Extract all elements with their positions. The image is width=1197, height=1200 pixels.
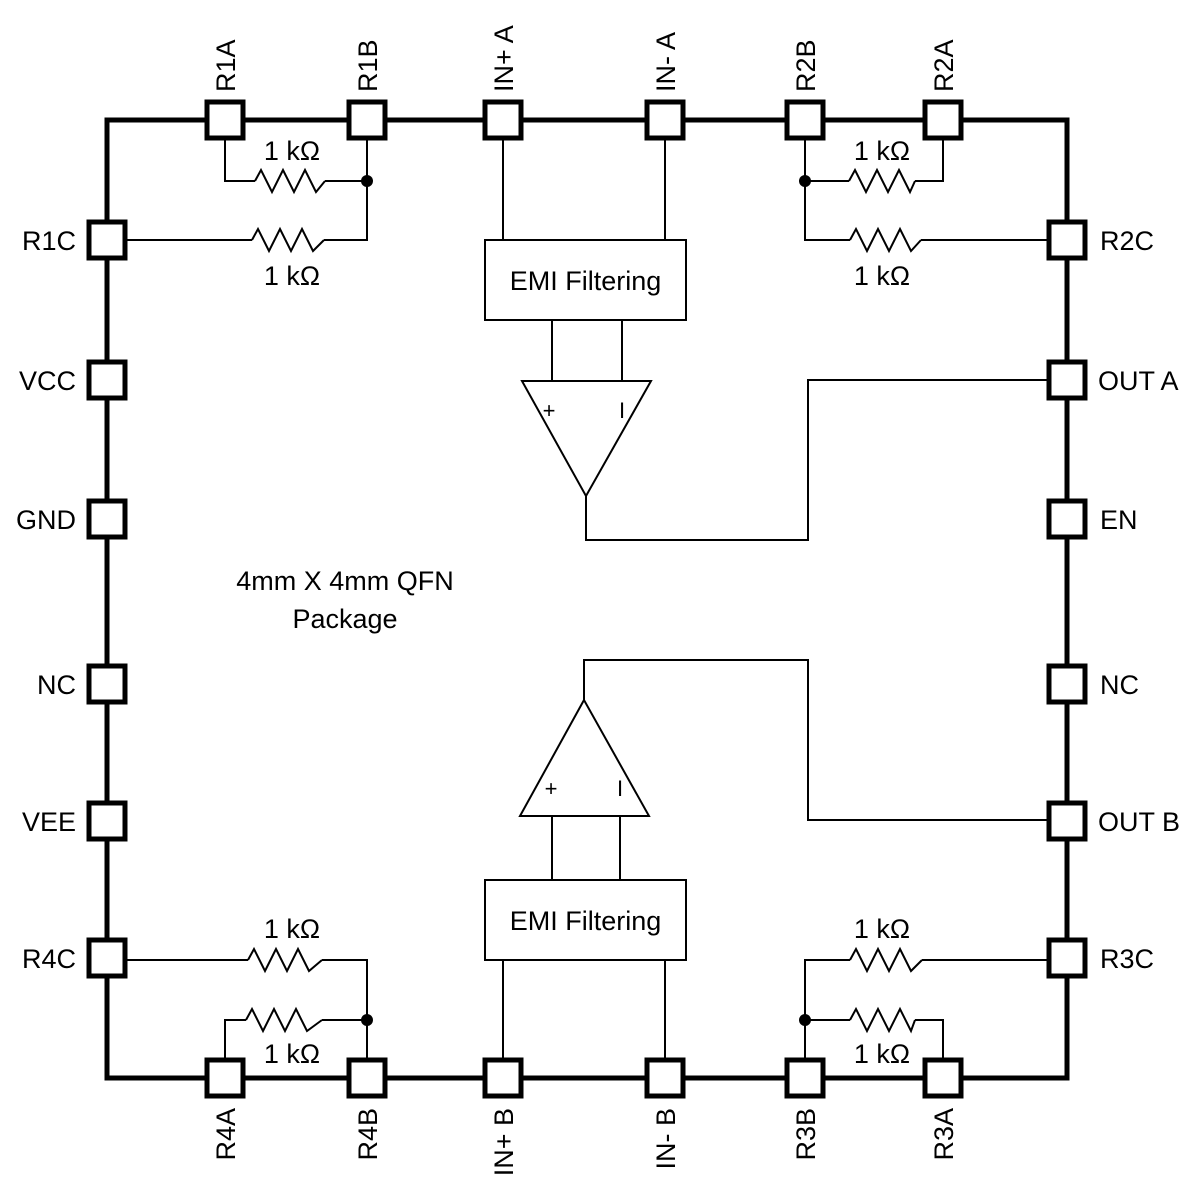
pin-r4b xyxy=(346,1057,388,1099)
label-in-plus-b: IN+ B xyxy=(489,1108,519,1176)
label-r3a: R3A xyxy=(929,1108,959,1161)
pin-in-plus-b xyxy=(482,1057,524,1099)
emi-filter-a-label: EMI Filtering xyxy=(510,266,662,296)
label-nc-right: NC xyxy=(1100,670,1139,700)
label-gnd: GND xyxy=(16,505,76,535)
pin-r3c xyxy=(1046,937,1088,979)
resistor-r2-bottom xyxy=(849,226,922,254)
resistor-label-r4-bottom: 1 kΩ xyxy=(264,1039,320,1069)
resistor-r4-bottom xyxy=(245,1006,323,1034)
opamp-a-triangle xyxy=(520,380,653,499)
pin-r3a xyxy=(922,1057,964,1099)
pin-r1c xyxy=(86,219,128,261)
resistor-r3-bottom xyxy=(849,1006,916,1034)
resistor-r4-top xyxy=(247,946,323,974)
label-r1a: R1A xyxy=(211,39,241,92)
label-vcc: VCC xyxy=(19,366,76,396)
pin-nc-left xyxy=(86,663,128,705)
pin-r2b xyxy=(784,99,826,141)
resistor-r3-top xyxy=(849,946,923,974)
resistor-label-r4-top: 1 kΩ xyxy=(264,914,320,944)
label-r4c: R4C xyxy=(22,944,76,974)
pin-in-minus-b xyxy=(644,1057,686,1099)
internal-wiring xyxy=(127,138,1047,1060)
label-vee: VEE xyxy=(22,807,76,837)
resistor-label-r3-bottom: 1 kΩ xyxy=(854,1039,910,1069)
label-r2c: R2C xyxy=(1100,226,1154,256)
opamp-a-plus-sign: + xyxy=(543,398,556,423)
package-name-line2: Package xyxy=(292,604,397,634)
resistor-symbols xyxy=(245,167,923,1034)
resistor-r1-top xyxy=(254,167,326,195)
resistor-label-r3-top: 1 kΩ xyxy=(854,914,910,944)
emi-filter-a-box xyxy=(484,239,687,321)
label-in-minus-a: IN- A xyxy=(651,32,681,92)
label-r3c: R3C xyxy=(1100,944,1154,974)
label-r4a: R4A xyxy=(211,1108,241,1161)
label-r2b: R2B xyxy=(791,39,821,92)
pin-r2a xyxy=(922,99,964,141)
pin-out-a xyxy=(1046,359,1088,401)
pin-r4c xyxy=(86,937,128,979)
resistor-label-r2-bottom: 1 kΩ xyxy=(854,261,910,291)
package-name-line1: 4mm X 4mm QFN xyxy=(236,566,454,596)
label-r2a: R2A xyxy=(929,39,959,92)
label-r3b: R3B xyxy=(791,1108,821,1161)
opamp-b-plus-sign: + xyxy=(545,776,558,801)
label-out-b: OUT B xyxy=(1098,807,1180,837)
pin-vcc xyxy=(86,359,128,401)
pin-r3b xyxy=(784,1057,826,1099)
pin-nc-right xyxy=(1046,663,1088,705)
resistor-r2-top xyxy=(848,167,916,195)
pin-in-minus-a xyxy=(644,99,686,141)
label-r4b: R4B xyxy=(353,1108,383,1161)
pin-in-plus-a xyxy=(482,99,524,141)
pin-out-b xyxy=(1046,800,1088,842)
pin-r1a xyxy=(204,99,246,141)
pin-r2c xyxy=(1046,219,1088,261)
pin-squares xyxy=(86,99,1088,1099)
pin-vee xyxy=(86,800,128,842)
label-nc-left: NC xyxy=(37,670,76,700)
resistor-label-r1-top: 1 kΩ xyxy=(264,136,320,166)
label-out-a: OUT A xyxy=(1098,366,1179,396)
opamp-a-minus-sign: I xyxy=(619,398,625,423)
junction-dots xyxy=(361,175,811,1026)
emi-filter-b-box xyxy=(484,879,687,961)
pin-r4a xyxy=(204,1057,246,1099)
opamp-b-triangle xyxy=(518,697,651,817)
resistor-r1-bottom xyxy=(251,226,325,254)
pin-r1b xyxy=(346,99,388,141)
pin-gnd xyxy=(86,498,128,540)
opamp-b-minus-sign: I xyxy=(617,776,623,801)
emi-filter-b-label: EMI Filtering xyxy=(510,906,662,936)
label-r1c: R1C xyxy=(22,226,76,256)
pin-en xyxy=(1046,498,1088,540)
resistor-label-r2-top: 1 kΩ xyxy=(854,136,910,166)
label-r1b: R1B xyxy=(353,39,383,92)
label-in-plus-a: IN+ A xyxy=(489,25,519,92)
resistor-label-r1-bottom: 1 kΩ xyxy=(264,261,320,291)
label-in-minus-b: IN- B xyxy=(651,1108,681,1170)
label-en: EN xyxy=(1100,505,1138,535)
